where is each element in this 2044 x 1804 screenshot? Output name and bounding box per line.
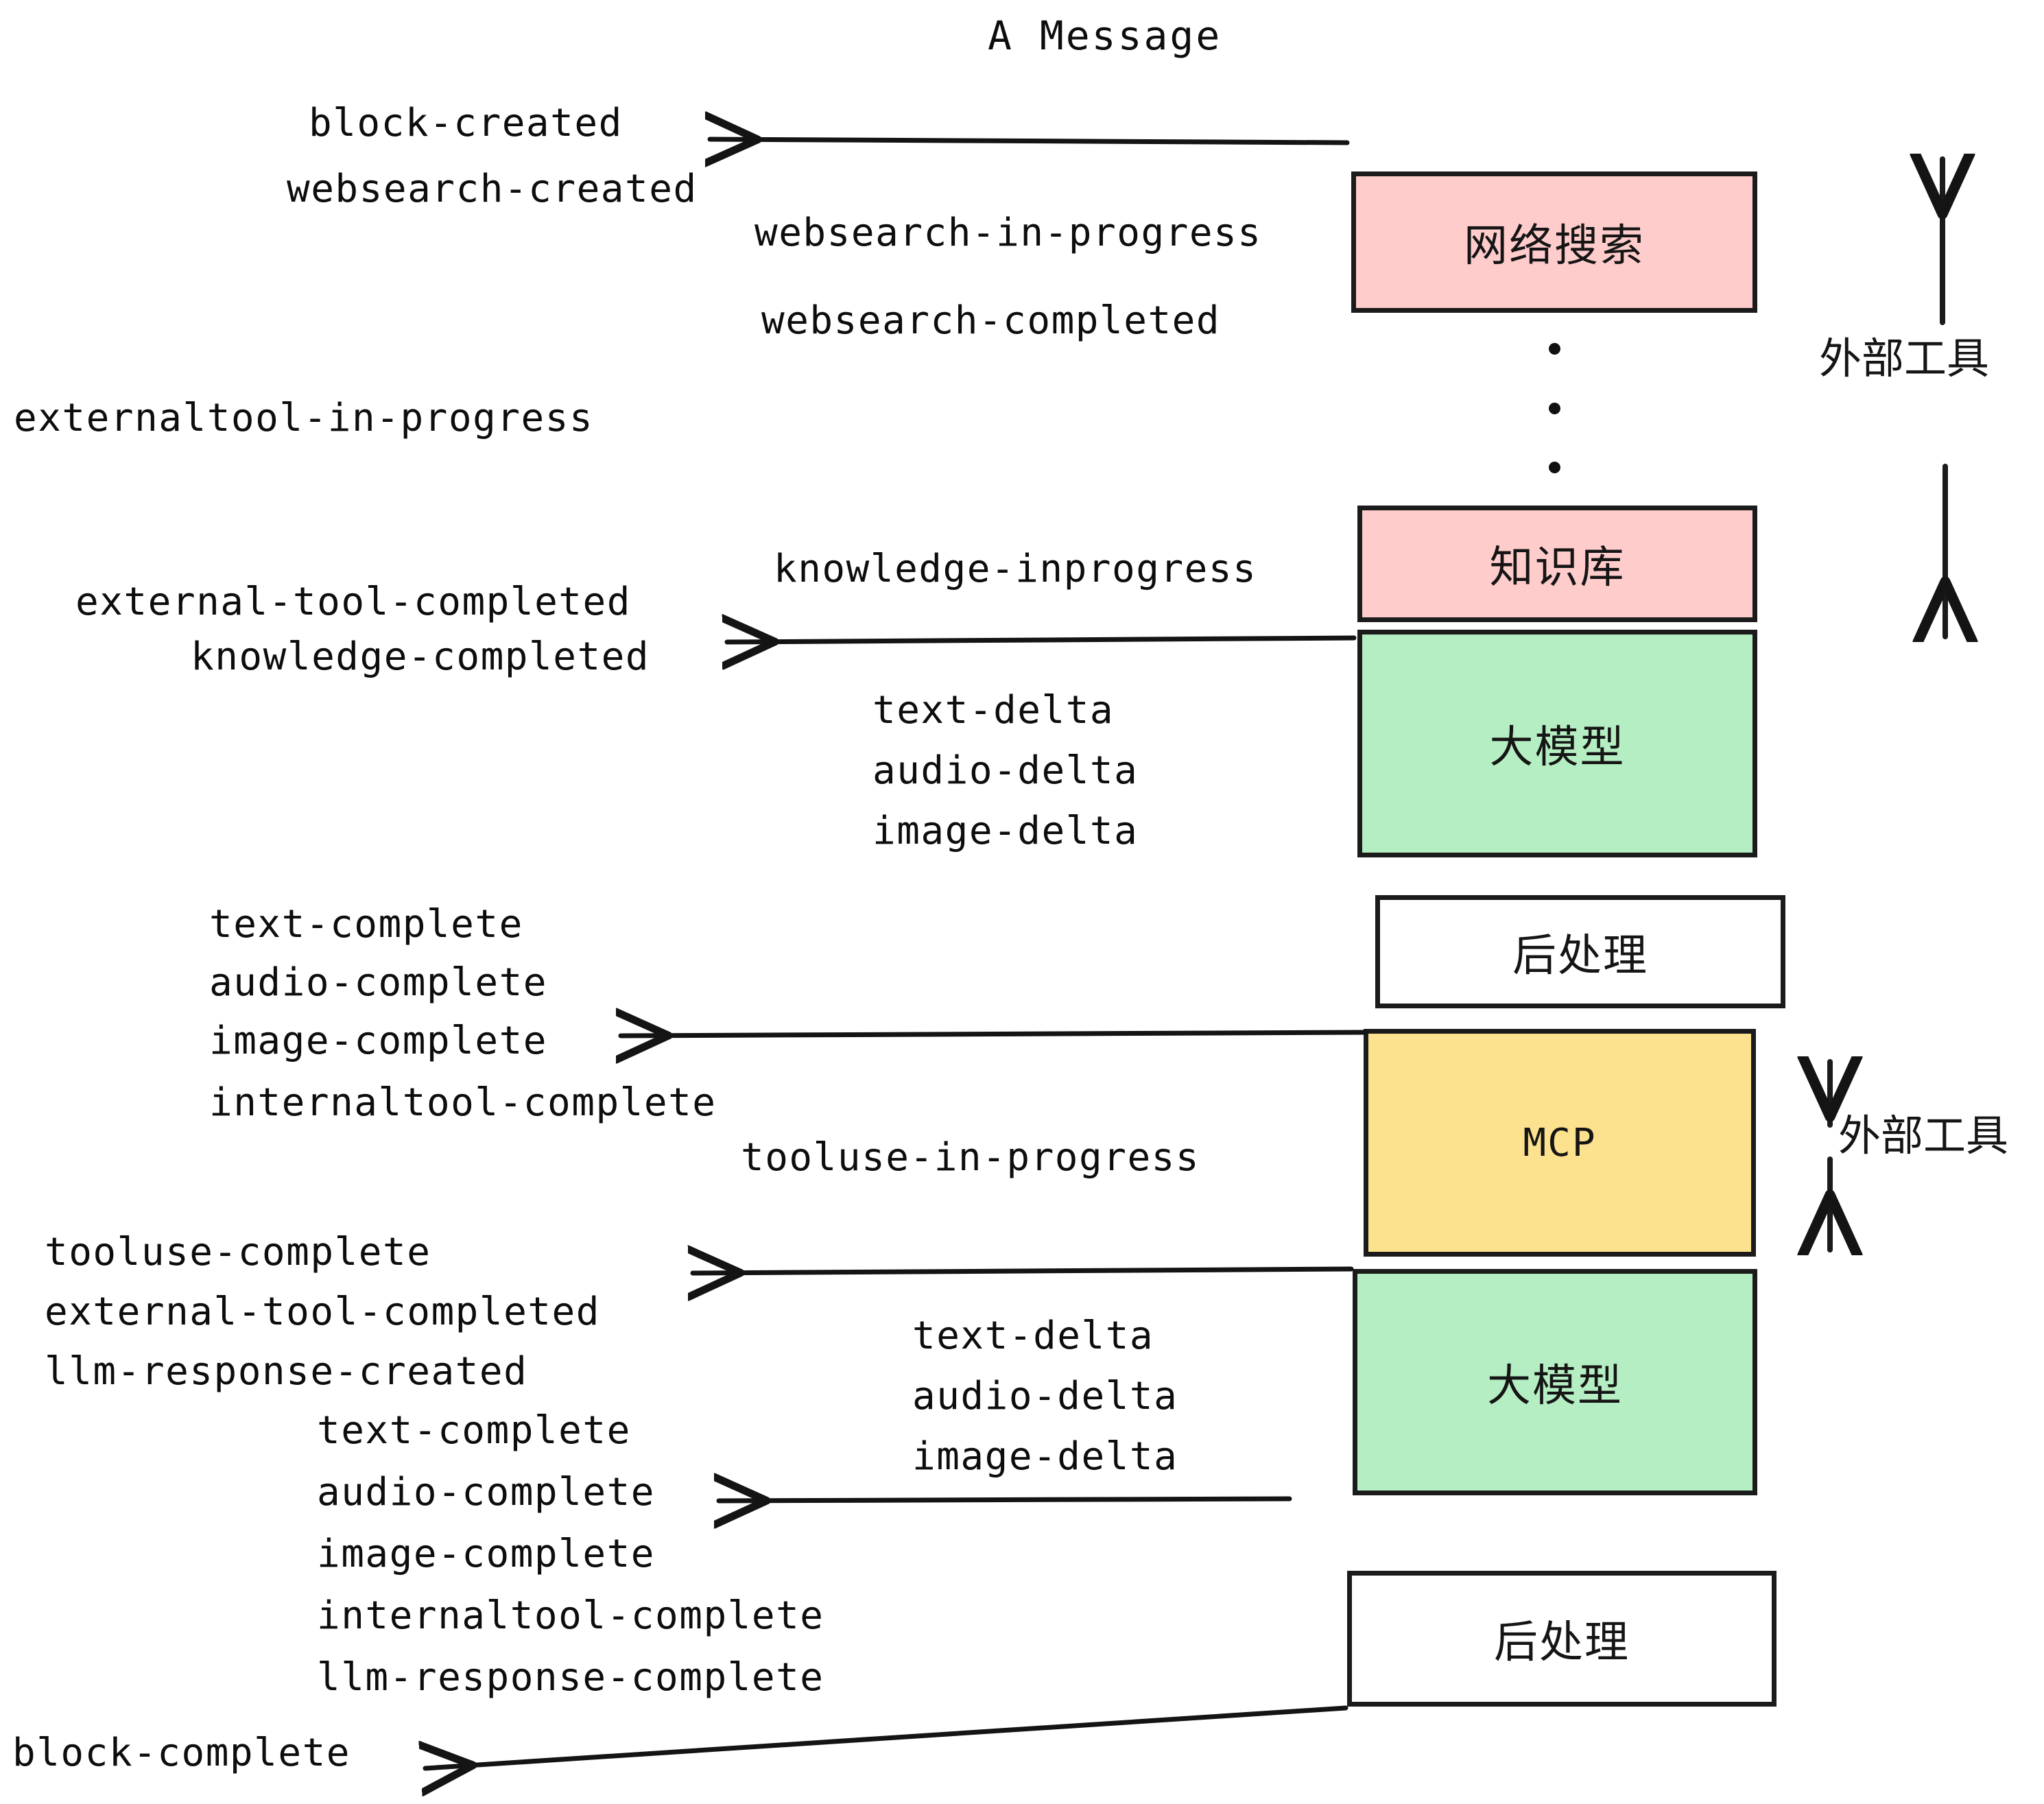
- event-llm-response-created: llm-response-created: [45, 1349, 528, 1394]
- event-image-delta-1: image-delta: [872, 809, 1139, 853]
- box-llm-bottom-label: 大模型: [1487, 1361, 1623, 1412]
- external-tool-range-upper: [1942, 159, 1945, 637]
- event-websearch-completed: websearch-completed: [761, 298, 1221, 343]
- vertical-ellipsis: [1547, 343, 1561, 473]
- event-audio-complete-2: audio-complete: [317, 1470, 656, 1515]
- box-postprocess-top[interactable]: 后处理: [1375, 895, 1785, 1008]
- arrow-knowledge-to-completed: [727, 638, 1357, 642]
- ellipsis-dot: [1548, 462, 1560, 473]
- event-websearch-in-progress: websearch-in-progress: [754, 211, 1262, 255]
- box-knowledgebase[interactable]: 知识库: [1357, 506, 1757, 622]
- event-image-complete-2: image-complete: [317, 1532, 656, 1576]
- box-mcp[interactable]: MCP: [1364, 1029, 1756, 1257]
- event-externaltool-in-progress: externaltool-in-progress: [14, 396, 594, 440]
- box-llm-top[interactable]: 大模型: [1357, 630, 1757, 857]
- box-postprocess-bottom-label: 后处理: [1494, 1617, 1630, 1668]
- event-external-tool-completed-2: external-tool-completed: [45, 1290, 600, 1334]
- event-text-delta-1: text-delta: [872, 688, 1115, 733]
- event-tooluse-complete: tooluse-complete: [45, 1230, 431, 1274]
- event-text-complete-2: text-complete: [317, 1408, 631, 1453]
- event-text-complete-1: text-complete: [209, 902, 523, 947]
- event-knowledge-inprogress: knowledge-inprogress: [774, 547, 1257, 591]
- arrow-postprocess-to-imagecomplete: [621, 1032, 1368, 1036]
- box-mcp-label: MCP: [1523, 1120, 1597, 1165]
- event-block-created: block-created: [309, 101, 623, 145]
- event-audio-delta-1: audio-delta: [872, 748, 1139, 793]
- event-external-tool-completed-1: external-tool-completed: [75, 580, 631, 624]
- event-knowledge-completed: knowledge-completed: [191, 634, 650, 679]
- event-audio-delta-2: audio-delta: [912, 1374, 1178, 1419]
- external-tool-label-upper: 外部工具: [1819, 333, 1990, 383]
- arrow-postprocess-to-blockcomplete: [425, 1705, 1348, 1768]
- event-internaltool-complete-1: internaltool-complete: [209, 1080, 717, 1125]
- event-audio-complete-1: audio-complete: [209, 960, 548, 1005]
- box-knowledgebase-label: 知识库: [1489, 543, 1626, 593]
- ellipsis-dot: [1548, 343, 1560, 355]
- box-llm-bottom[interactable]: 大模型: [1353, 1269, 1757, 1495]
- box-llm-top-label: 大模型: [1489, 722, 1626, 773]
- box-websearch-label: 网络搜索: [1464, 221, 1645, 272]
- box-postprocess-bottom[interactable]: 后处理: [1347, 1571, 1776, 1707]
- event-text-delta-2: text-delta: [912, 1314, 1154, 1358]
- event-internaltool-complete-2: internaltool-complete: [317, 1593, 824, 1638]
- diagram-title: A Message: [988, 12, 1222, 59]
- box-websearch[interactable]: 网络搜索: [1351, 171, 1757, 313]
- box-postprocess-top-label: 后处理: [1512, 930, 1648, 982]
- event-websearch-created: websearch-created: [287, 167, 698, 211]
- arrow-websearch-to-blockcreated: [710, 139, 1350, 143]
- event-block-complete: block-complete: [12, 1731, 351, 1775]
- event-image-complete-1: image-complete: [209, 1019, 548, 1063]
- event-llm-response-complete: llm-response-complete: [317, 1655, 824, 1700]
- external-tool-label-lower: 外部工具: [1838, 1111, 2009, 1161]
- ellipsis-dot: [1548, 402, 1560, 414]
- event-image-delta-2: image-delta: [912, 1434, 1178, 1479]
- arrow-mcp-to-tooluse-complete: [693, 1269, 1354, 1273]
- arrow-llm-to-audiocomplete: [719, 1499, 1292, 1501]
- event-tooluse-in-progress: tooluse-in-progress: [741, 1135, 1200, 1180]
